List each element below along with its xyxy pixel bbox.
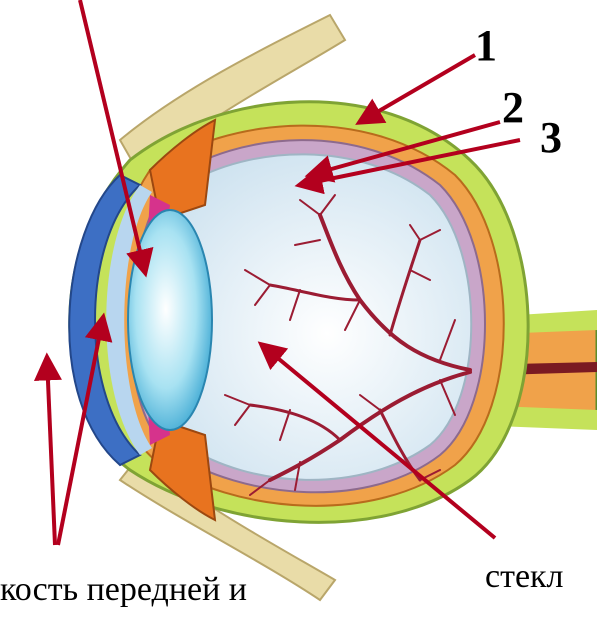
label-2: 2 bbox=[502, 83, 524, 132]
label-3: 3 bbox=[540, 113, 562, 162]
caption-anterior-chamber: кость передней и bbox=[0, 571, 247, 608]
arrow-1 bbox=[360, 55, 475, 122]
caption-vitreous: стекл bbox=[485, 558, 564, 595]
lens bbox=[128, 210, 212, 430]
label-1: 1 bbox=[475, 21, 497, 70]
arrow-chamber-a bbox=[47, 358, 55, 545]
